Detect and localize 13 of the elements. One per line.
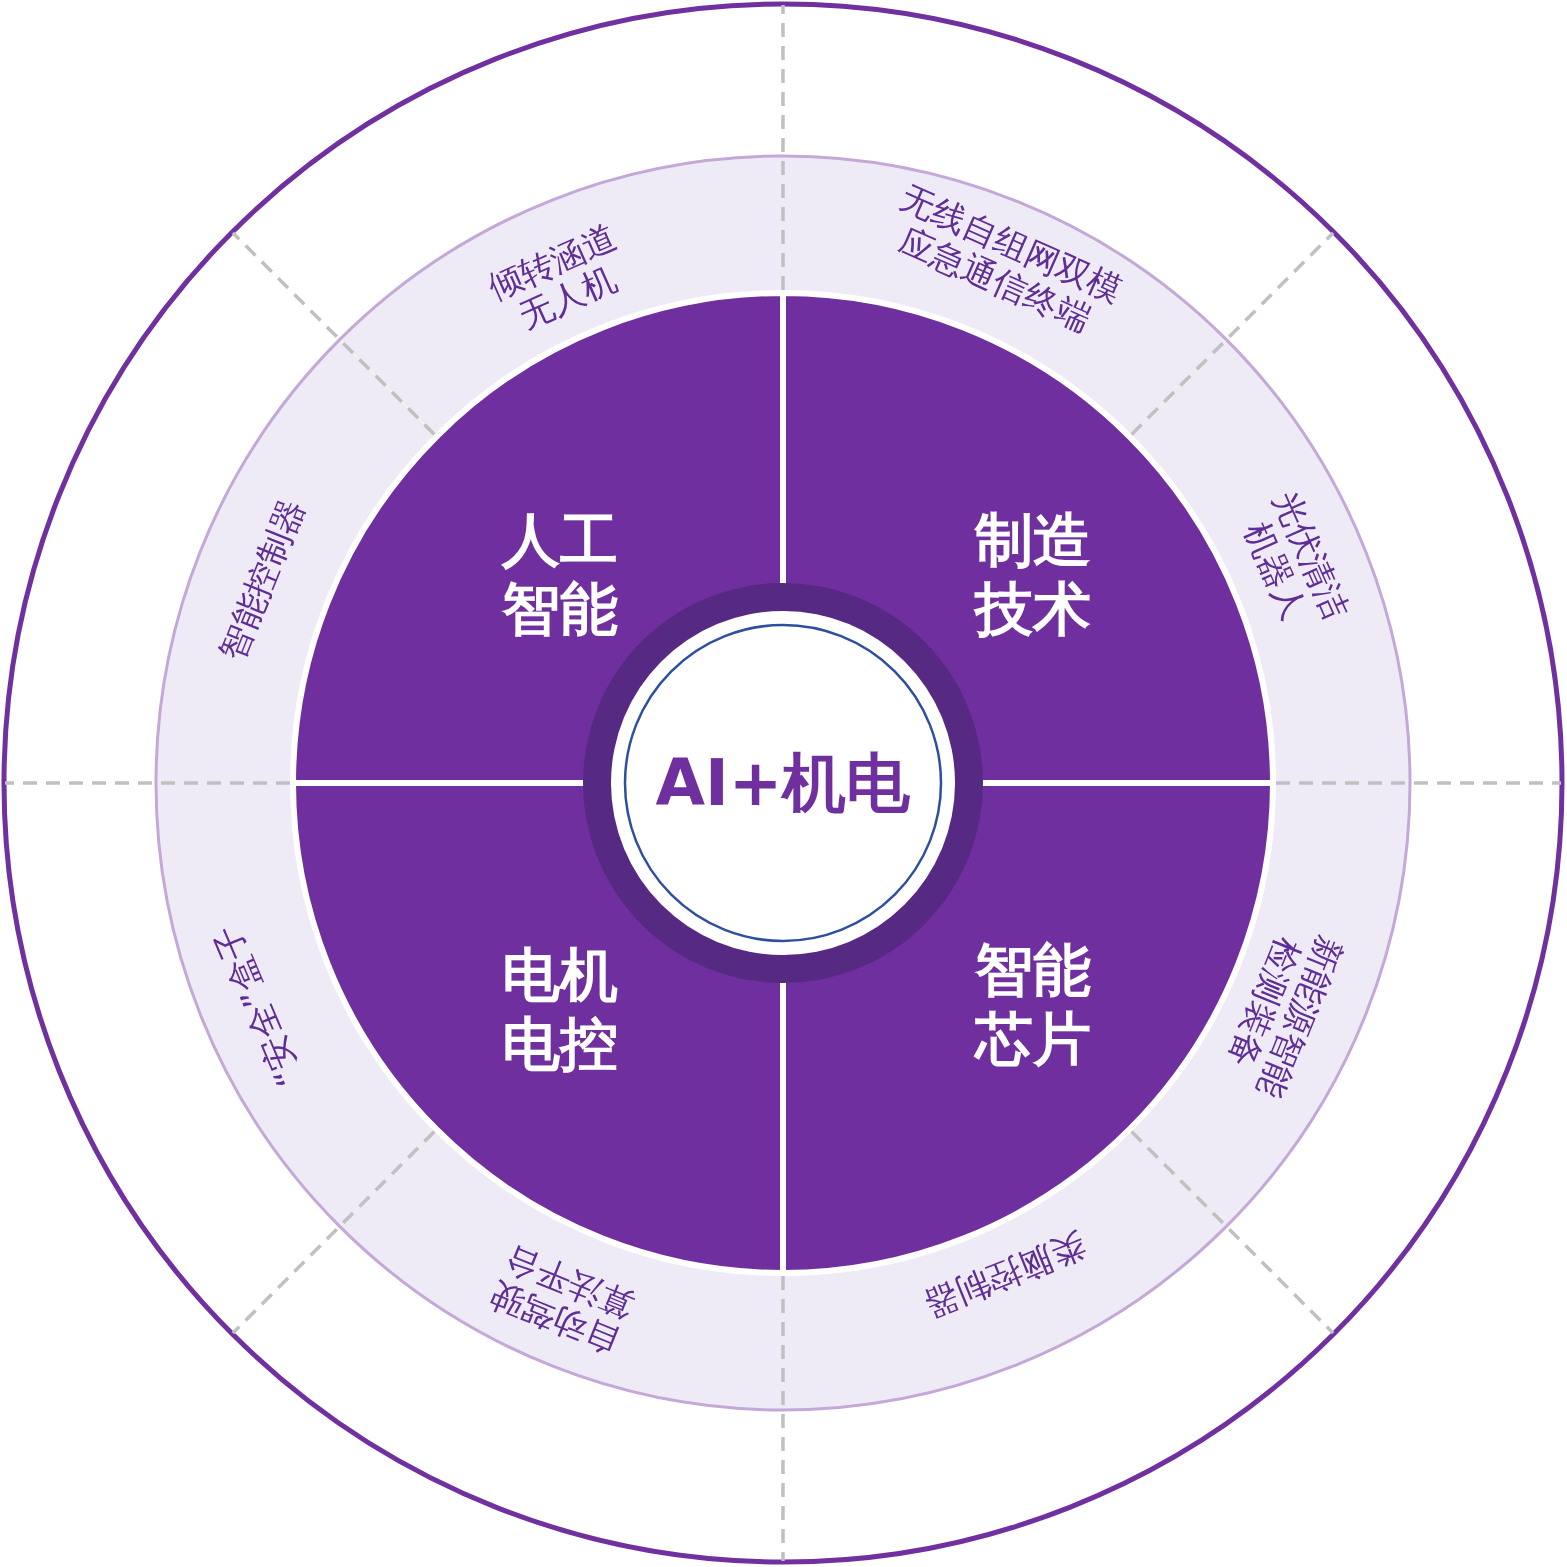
segment-label: 倾转涵道无人机 xyxy=(480,215,624,339)
quadrant-label: 制造技术 xyxy=(973,505,1092,645)
quadrant-label: 智能芯片 xyxy=(973,935,1092,1075)
segment-label: “安全”盒子 xyxy=(205,918,309,1092)
quadrant-label: 人工智能 xyxy=(500,505,619,645)
segment-label: 自动驾驶算法平台 xyxy=(482,1237,641,1363)
segment-label: 新能源智能检测装备 xyxy=(1219,930,1351,1106)
center-label: AI+机电 xyxy=(654,745,912,822)
segment-label: 无线自组网双模应急通信终端 xyxy=(892,177,1129,342)
segment-label: 类脑控制器 xyxy=(918,1225,1092,1325)
quadrant-label: 电机电控 xyxy=(501,940,619,1080)
segment-label: 智能控制器 xyxy=(212,493,312,667)
segment-label: 光伏清洁机器人 xyxy=(1235,483,1358,628)
